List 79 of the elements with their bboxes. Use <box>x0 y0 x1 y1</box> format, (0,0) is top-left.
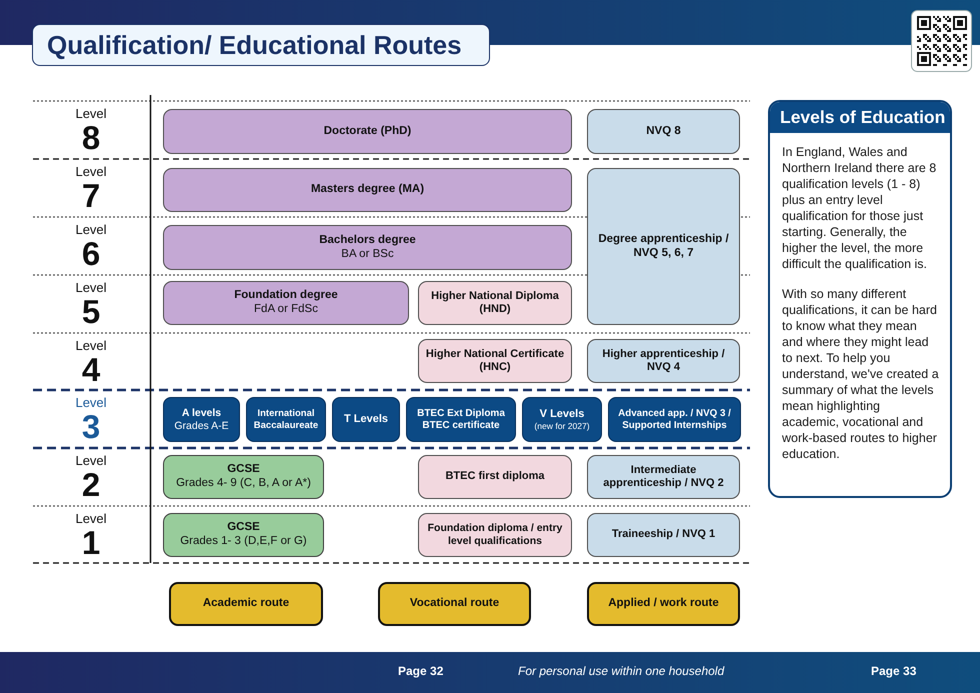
qualification-name: Intermediate apprenticeship / NVQ 2 <box>602 464 725 490</box>
level-label: Level <box>75 164 107 180</box>
qualification-box <box>418 281 572 325</box>
qualification-box <box>163 109 572 154</box>
level-number: 8 <box>82 120 100 156</box>
qualification-box <box>163 225 572 270</box>
level-label: Level <box>75 395 107 411</box>
qualification-box <box>418 339 572 383</box>
qualification-box <box>587 339 740 383</box>
level-label: Level <box>75 222 107 238</box>
qualification-note: (new for 2027) <box>534 420 590 432</box>
page-number: Page 33 <box>871 663 916 680</box>
qualification-box <box>332 397 400 442</box>
qualification-detail: Grades 4- 9 (C, B, A or A*) <box>176 477 311 491</box>
qualification-detail: FdA or FdSc <box>254 303 318 317</box>
usage-note: For personal use within one household <box>518 663 724 680</box>
panel-heading: Levels of Education <box>770 102 950 133</box>
qualification-box <box>522 397 602 442</box>
qualification-box <box>418 513 572 557</box>
level-number: 5 <box>82 294 100 330</box>
qualification-name: Higher National Certificate (HNC) <box>425 348 565 374</box>
level-number: 7 <box>82 178 100 214</box>
qualification-box <box>246 397 326 442</box>
qualification-name: T Levels <box>344 412 388 426</box>
qualification-name: Foundation degree <box>234 289 338 303</box>
route-label: Vocational route <box>410 597 500 611</box>
qualification-name: A levels <box>182 406 222 420</box>
qualification-box <box>608 397 741 442</box>
qualification-name: GCSE <box>227 463 260 477</box>
level-number: 2 <box>82 467 100 503</box>
qualification-name: International Baccalaureate <box>252 408 320 431</box>
level-number: 4 <box>82 352 100 388</box>
route-box <box>587 582 740 626</box>
qualification-box <box>406 397 516 442</box>
qualification-detail: BA or BSc <box>341 248 394 262</box>
qualification-box <box>163 397 240 442</box>
qualification-name: Doctorate (PhD) <box>324 124 412 138</box>
qualification-box <box>587 455 740 499</box>
level-label: Level <box>75 338 107 354</box>
qualification-name: NVQ 8 <box>646 124 681 138</box>
level-label: Level <box>75 280 107 296</box>
qualification-name: Higher apprenticeship / NVQ 4 <box>601 348 726 374</box>
qualification-name: Higher National Diploma (HND) <box>430 290 560 316</box>
qualification-name: Masters degree (MA) <box>310 183 424 197</box>
qualification-box <box>163 513 324 557</box>
qualification-box <box>418 455 572 499</box>
qualification-box <box>587 109 740 154</box>
qualification-name: Degree apprenticeship / NVQ 5, 6, 7 <box>597 232 730 260</box>
qualification-detail: Grades A-E <box>174 420 229 432</box>
panel-paragraph: In England, Wales and Northern Ireland there are 8 qualification levels (1 - 8) plus an entry level qualification for those just starting. Generally, the higher the level, the more difficult the qualification is. <box>781 144 938 272</box>
route-box <box>169 582 323 626</box>
level-label: Level <box>75 453 107 469</box>
qualification-name: V Levels <box>540 408 584 421</box>
route-box <box>378 582 531 626</box>
qualification-name: BTEC Ext Diploma <box>417 408 505 420</box>
route-label: Applied / work route <box>608 597 719 611</box>
qualification-name: Foundation diploma / entry level qualifications <box>426 522 564 548</box>
level-number: 1 <box>82 525 100 561</box>
qualification-box <box>163 455 324 499</box>
qualification-name: BTEC certificate <box>422 420 500 432</box>
page-number: Page 32 <box>398 663 444 680</box>
qualification-box <box>163 281 409 325</box>
qualification-box <box>587 513 740 557</box>
info-panel <box>768 100 952 498</box>
qualification-name: Traineeship / NVQ 1 <box>612 528 716 542</box>
qualification-name: Advanced app. / NVQ 3 / Supported Internships <box>617 408 732 432</box>
qualification-name: BTEC first diploma <box>445 470 544 484</box>
qualification-name: GCSE <box>227 521 260 535</box>
qualification-name: Bachelors degree <box>319 234 416 248</box>
qualification-detail: Grades 1- 3 (D,E,F or G) <box>180 535 307 549</box>
level-label: Level <box>75 511 107 527</box>
route-label: Academic route <box>202 597 290 611</box>
panel-paragraph: With so many different qualifications, it can be hard to know what they mean and where they might lead to next. To help you understand, we've created a summary of what the levels mean highlighting academic, vocational and work-based routes to higher education. <box>781 286 940 462</box>
level-number: 6 <box>82 236 100 272</box>
level-label: Level <box>75 106 107 122</box>
level-number: 3 <box>82 409 100 445</box>
page-title: Qualification/ Educational Routes <box>32 24 490 66</box>
qualification-box <box>587 168 740 325</box>
qualification-box <box>163 168 572 212</box>
